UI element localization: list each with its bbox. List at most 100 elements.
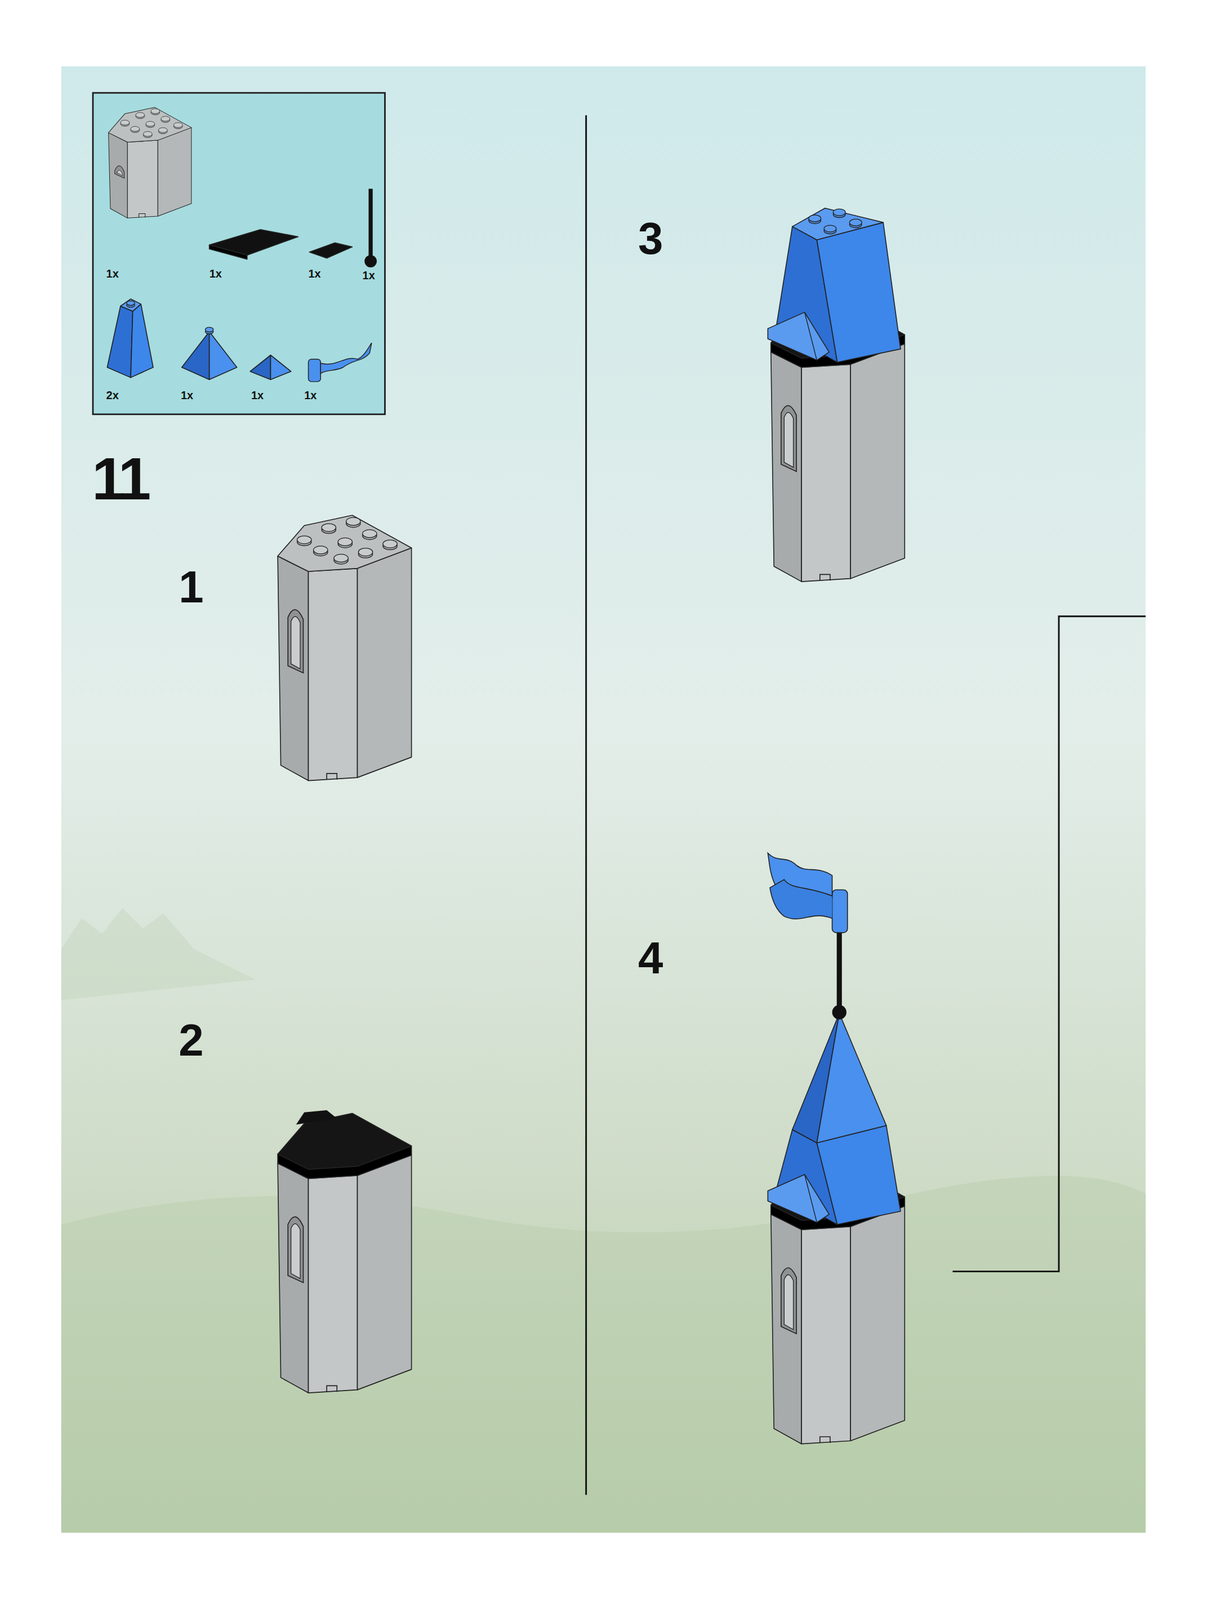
tower-face: [801, 1227, 851, 1445]
part-count: 1x: [251, 390, 264, 402]
stud: [832, 208, 846, 216]
tower-face: [771, 351, 802, 582]
sub-step-number: 2: [178, 1018, 204, 1064]
stud: [143, 131, 153, 137]
part-count: 1x: [308, 268, 322, 280]
tower-face: [850, 1206, 905, 1442]
stud: [173, 122, 183, 128]
roof-cone: [816, 1013, 886, 1144]
part-slope: [120, 299, 141, 312]
sub-step-number: 4: [638, 936, 663, 982]
stud: [126, 300, 136, 306]
tower-face: [801, 364, 851, 582]
part-pyramid: [250, 355, 271, 381]
part-count: 1x: [209, 268, 222, 280]
background-panel: [61, 66, 1146, 1534]
part-pole: [368, 188, 373, 257]
stud: [130, 126, 140, 132]
tower-face: [308, 568, 358, 782]
flag-clip: [832, 890, 848, 934]
stud: [337, 537, 352, 546]
stud: [297, 536, 312, 545]
part-count: 1x: [180, 390, 194, 402]
tower-window: [287, 609, 303, 674]
part-pole: [364, 255, 377, 268]
tower-face: [127, 140, 158, 218]
tower-face: [308, 1175, 358, 1394]
part-cone: [209, 331, 238, 380]
sub-assembly-bracket: [952, 616, 1147, 1273]
stud: [823, 225, 837, 233]
tower-notch: [326, 1386, 337, 1393]
roof-slope: [816, 1125, 901, 1225]
tower-face: [357, 1155, 412, 1391]
tower-face: [357, 547, 412, 778]
tower-notch: [820, 574, 831, 581]
tower-brick: [277, 515, 412, 781]
divider-line: [585, 115, 587, 1496]
part-count: 1x: [362, 270, 376, 282]
stud: [358, 548, 373, 557]
stud: [120, 119, 130, 126]
tower-notch: [820, 1437, 831, 1444]
part-flag: [308, 359, 322, 382]
tower-window: [781, 405, 797, 472]
stud: [161, 116, 171, 122]
roof-top: [792, 208, 884, 240]
tree-haze: [61, 908, 256, 1001]
stud: [808, 215, 822, 222]
stud: [382, 540, 398, 548]
roof-wedge: [767, 1174, 830, 1223]
tower-face: [277, 556, 309, 782]
part-black-tile: [309, 242, 352, 258]
part-cone: [181, 331, 210, 380]
stud: [362, 529, 377, 538]
tower-notch: [139, 213, 146, 218]
part-tower: [108, 107, 192, 219]
stud: [346, 517, 361, 526]
tower-window: [781, 1268, 797, 1335]
part-count: 2x: [106, 390, 119, 402]
tower-window: [287, 1217, 303, 1283]
tower-top: [108, 107, 192, 143]
tower-brick: [277, 1110, 412, 1394]
stud: [313, 546, 328, 555]
blue-roof: [767, 1013, 901, 1225]
roof-slope: [816, 222, 901, 363]
part-slope: [107, 306, 133, 378]
blue-roof: [767, 208, 901, 363]
parts-box: [92, 92, 386, 415]
step-number: 11: [91, 449, 148, 509]
stud: [849, 219, 862, 226]
tower-window: [783, 412, 793, 468]
stud: [205, 327, 214, 332]
tower-face: [277, 1163, 309, 1394]
tower-window: [783, 1275, 793, 1330]
part-count: 1x: [304, 390, 317, 402]
roof-edge: [804, 1174, 818, 1223]
tower-face: [108, 132, 128, 219]
hill-haze: [61, 1175, 1146, 1534]
pole-end: [832, 1005, 847, 1020]
part-black-plate: [209, 244, 248, 260]
tower-face: [157, 127, 192, 217]
stud: [333, 554, 349, 563]
stud: [321, 523, 336, 532]
stud: [135, 112, 145, 118]
flag: [769, 879, 833, 920]
part-pyramid: [270, 355, 291, 381]
part-count: 1x: [106, 268, 119, 280]
part-flag: [320, 342, 372, 374]
stud: [145, 121, 155, 127]
sub-step-number: 1: [178, 564, 204, 610]
sub-step-number: 3: [638, 216, 663, 262]
tower-window: [291, 1224, 301, 1280]
tower-window: [291, 616, 301, 670]
tower-face: [771, 1214, 802, 1445]
roof-edge: [804, 312, 818, 361]
stud: [150, 108, 160, 114]
part-slope: [130, 304, 154, 378]
tower-window: [114, 166, 125, 179]
